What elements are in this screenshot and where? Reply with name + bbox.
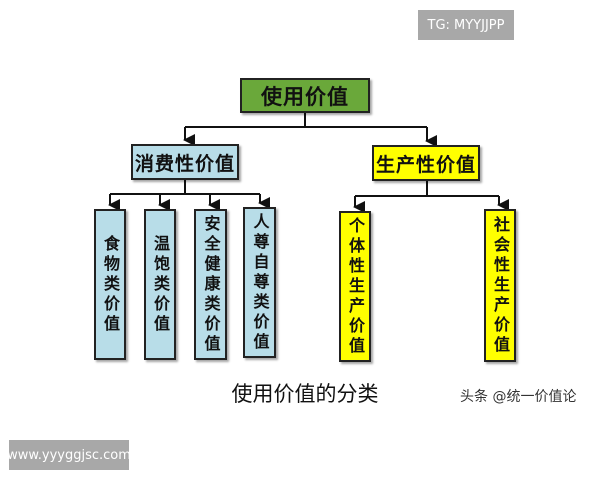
safety-health-value-node: 安全健康类价值 (194, 209, 227, 360)
watermark-top: TG: MYYJJPP (418, 10, 514, 40)
social-production-node: 社会性生产价值 (484, 209, 516, 362)
watermark-bottom: www.yyyggjsc.com (7, 440, 131, 470)
source-credit: 头条 @统一价值论 (460, 389, 577, 405)
dignity-value-node: 人尊自尊类价值 (243, 207, 276, 358)
warmth-value-node: 温饱类价值 (144, 209, 176, 360)
production-value-node: 生产性价值 (372, 145, 480, 181)
root-node: 使用价值 (240, 78, 370, 113)
food-value-node: 食物类价值 (94, 209, 126, 360)
consumption-value-node: 消费性价值 (131, 144, 239, 180)
individual-production-node: 个体性生产价值 (339, 211, 371, 362)
diagram-caption: 使用价值的分类 (231, 382, 379, 406)
